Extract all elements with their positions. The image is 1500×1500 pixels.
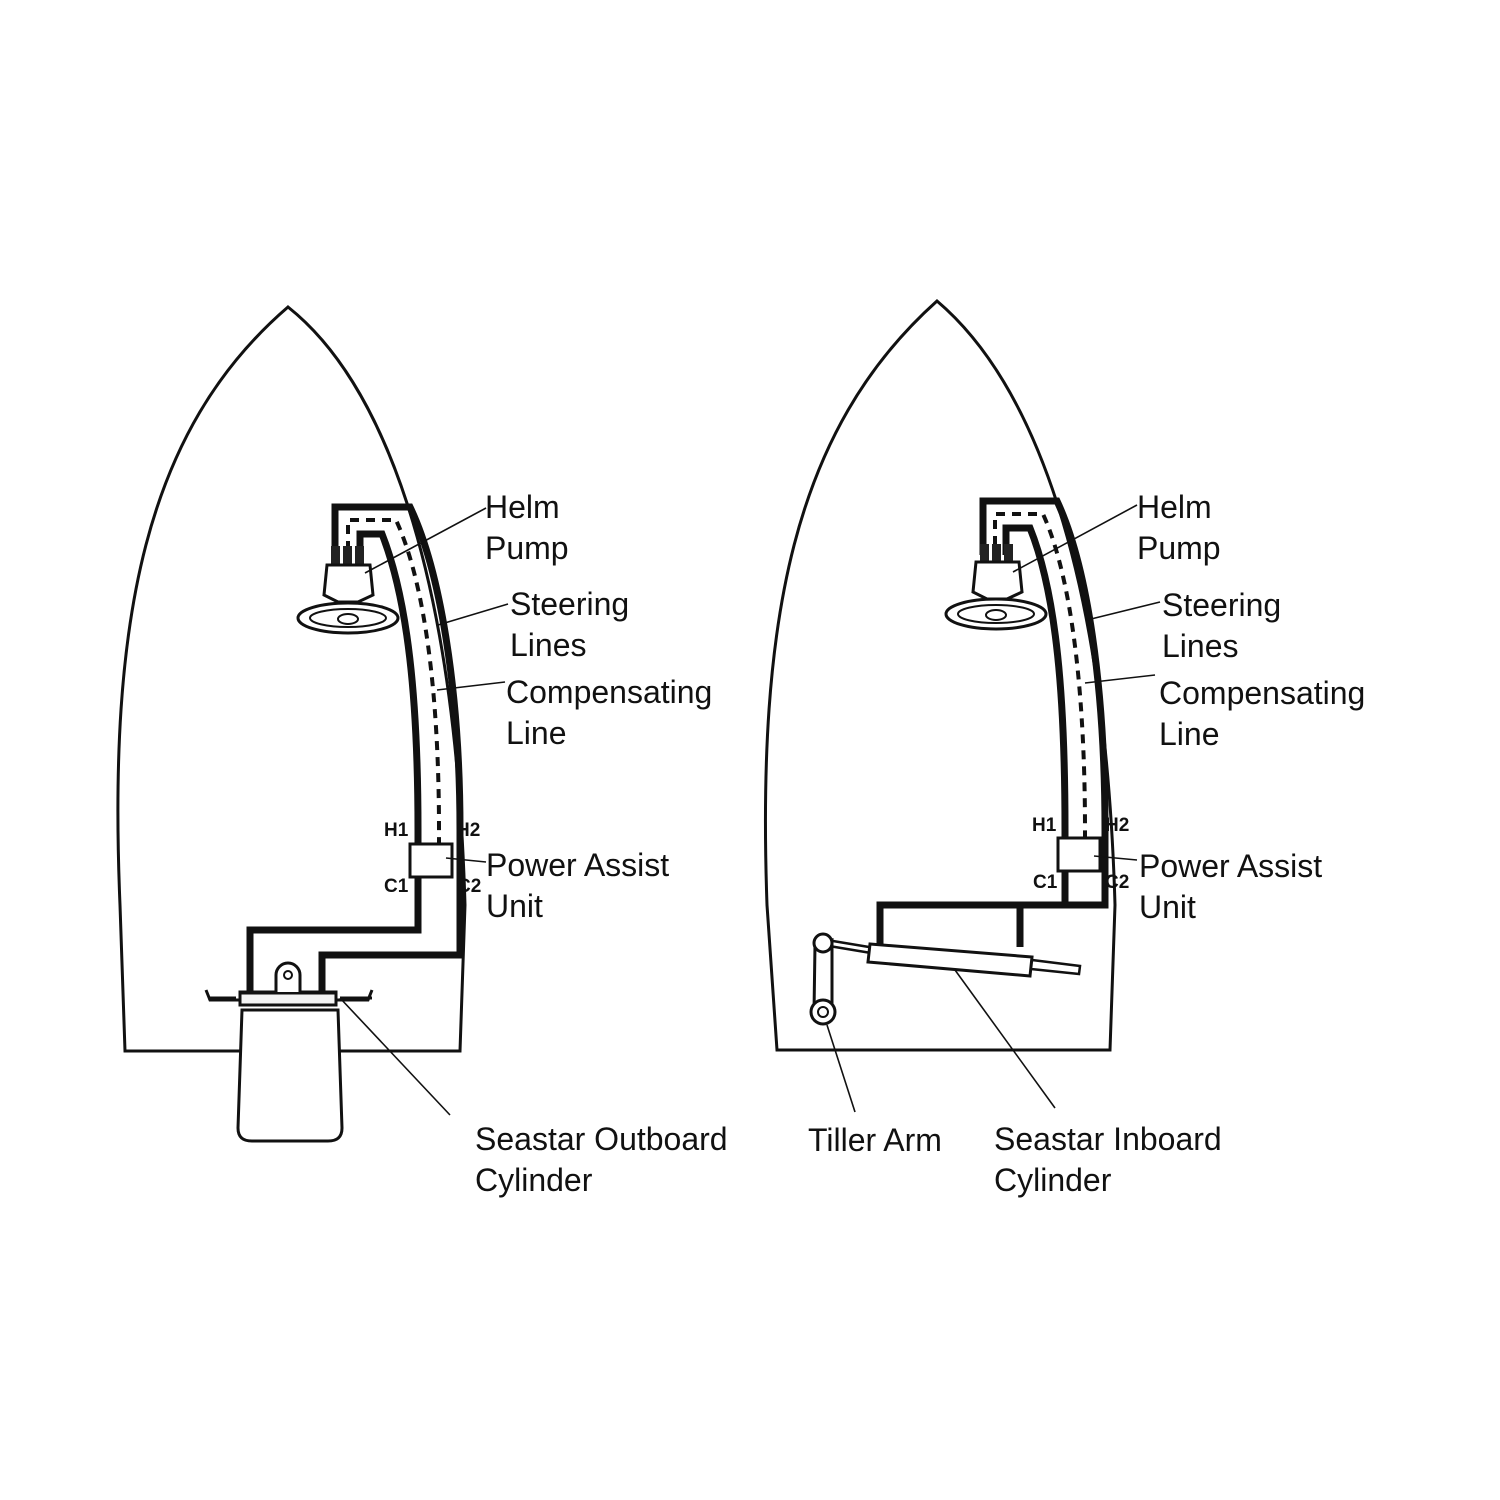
left-inner-steering-line [246, 530, 422, 1000]
right-outer-steering-line [979, 497, 1109, 947]
left-compensating-line-label-line-2: Line [506, 715, 567, 751]
right-inner-steering-line [876, 524, 1069, 945]
left-steering-lines-label: Steering Lines [510, 584, 629, 666]
right-diagram [763, 299, 1161, 1113]
left-port-c1: C1 [384, 876, 409, 897]
left-helm-pump-label-line-2: Pump [485, 530, 569, 566]
right-steering-lines-label-line-1: Steering [1162, 587, 1282, 623]
right-tiller-arm [809, 932, 837, 1026]
left-leader-lines [339, 507, 509, 1116]
left-port-h2: H2 [456, 820, 481, 841]
left-port-h1: H1 [384, 820, 409, 841]
right-power-assist-unit-label-line-1: Power Assist [1139, 848, 1323, 884]
right-steering-lines-label-line-2: Lines [1162, 628, 1239, 664]
left-power-assist-unit-label: Power Assist Unit [486, 845, 669, 927]
right-cylinder-label-line-1: Seastar Inboard [994, 1121, 1222, 1157]
right-leader-lines [826, 504, 1161, 1113]
right-helm-pump-label: Helm Pump [1137, 487, 1221, 569]
right-power-assist-unit [1056, 836, 1102, 873]
right-compensating-line-label: Compensating Line [1159, 673, 1365, 755]
right-cylinder-label-line-2: Cylinder [994, 1162, 1112, 1198]
right-port-h1: H1 [1032, 815, 1057, 836]
right-compensating-line [993, 512, 1087, 842]
left-compensating-line [346, 518, 441, 848]
right-port-c2: C2 [1105, 872, 1130, 893]
right-cylinder-label: Seastar Inboard Cylinder [994, 1119, 1222, 1201]
left-boat-hull [116, 305, 467, 1053]
right-helm-pump-label-line-1: Helm [1137, 489, 1212, 525]
right-compensating-line-label-line-1: Compensating [1159, 675, 1366, 711]
right-steering-wheel [944, 597, 1048, 631]
right-port-c1: C1 [1033, 872, 1058, 893]
left-steering-lines-label-line-2: Lines [510, 627, 587, 663]
right-steering-lines-label: Steering Lines [1162, 585, 1281, 667]
right-power-assist-unit-label: Power Assist Unit [1139, 846, 1322, 928]
left-steering-wheel [296, 601, 400, 635]
left-cylinder-label-line-1: Seastar Outboard [475, 1121, 728, 1157]
left-cylinder-label-line-2: Cylinder [475, 1162, 593, 1198]
right-power-assist-unit-label-line-2: Unit [1139, 889, 1196, 925]
left-power-assist-unit [408, 842, 454, 879]
left-helm-pump-label-line-1: Helm [485, 489, 560, 525]
right-compensating-line-label-line-2: Line [1159, 716, 1220, 752]
left-steering-lines-label-line-1: Steering [510, 586, 630, 622]
left-power-assist-unit-label-line-2: Unit [486, 888, 543, 924]
left-diagram [116, 305, 509, 1143]
left-compensating-line-label: Compensating Line [506, 672, 712, 754]
right-helm-pump [971, 544, 1024, 610]
right-port-h2: H2 [1105, 815, 1130, 836]
left-helm-pump-label: Helm Pump [485, 487, 569, 569]
left-cylinder-label: Seastar Outboard Cylinder [475, 1119, 728, 1201]
right-tiller-arm-label: Tiller Arm [808, 1122, 942, 1158]
left-outer-steering-line [318, 503, 464, 1000]
left-outboard-motor [204, 961, 374, 1143]
left-power-assist-unit-label-line-1: Power Assist [486, 847, 670, 883]
left-compensating-line-label-line-1: Compensating [506, 674, 713, 710]
left-port-c2: C2 [457, 876, 482, 897]
right-helm-pump-label-line-2: Pump [1137, 530, 1221, 566]
